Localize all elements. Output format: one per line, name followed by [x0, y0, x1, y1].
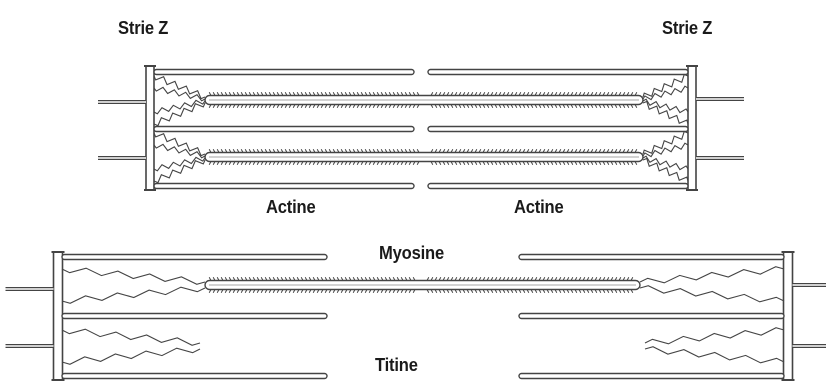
- titin-spring: [642, 98, 689, 114]
- actin-thin-filament: [61, 312, 328, 320]
- z-disc: [782, 251, 794, 381]
- titin-spring: [642, 85, 689, 101]
- titin-label: Titine: [375, 355, 418, 375]
- titin-spring: [642, 100, 689, 125]
- z-disc: [52, 251, 64, 381]
- z-line-label-right: Strie Z: [662, 18, 713, 38]
- titin-spring: [639, 266, 785, 284]
- titin-spring: [61, 267, 206, 285]
- z-disc: [687, 65, 697, 191]
- titin-spring: [61, 347, 201, 365]
- actin-thin-filament: [518, 372, 785, 380]
- titin-spring: [153, 86, 206, 102]
- titin-spring: [153, 143, 206, 159]
- titin-spring: [642, 155, 689, 171]
- titin-spring: [642, 130, 689, 155]
- myosin-heads: [208, 149, 638, 165]
- titin-spring: [61, 328, 201, 346]
- actin-thin-filament: [153, 125, 415, 133]
- myosin-label: Myosine: [379, 243, 444, 263]
- titin-spring: [153, 99, 206, 115]
- z-disc: [145, 65, 155, 191]
- sarcomere-top: [98, 65, 744, 191]
- actin-label-left: Actine: [266, 197, 316, 217]
- titin-spring: [644, 346, 785, 364]
- titin-spring: [61, 286, 206, 304]
- titin-spring: [153, 75, 206, 100]
- myosin-heads: [208, 277, 634, 293]
- titin-spring: [642, 73, 689, 98]
- actin-thin-filament: [153, 68, 415, 76]
- titin-spring: [153, 156, 206, 172]
- actin-thin-filament: [61, 253, 328, 261]
- z-line-label-left: Strie Z: [118, 18, 169, 38]
- actin-thin-filament: [518, 253, 785, 261]
- titin-spring: [153, 102, 206, 127]
- actin-thin-filament: [427, 182, 689, 190]
- titin-spring: [153, 159, 206, 184]
- actin-label-right: Actine: [514, 197, 564, 217]
- myosin-heads: [208, 92, 638, 108]
- actin-thin-filament: [518, 312, 785, 320]
- sarcomere-bottom: [5, 251, 826, 381]
- actin-thin-filament: [153, 182, 415, 190]
- titin-spring: [642, 157, 689, 182]
- actin-thin-filament: [61, 372, 328, 380]
- titin-spring: [153, 132, 206, 157]
- titin-spring: [642, 142, 689, 158]
- titin-spring: [639, 285, 785, 303]
- titin-spring: [644, 327, 785, 345]
- actin-thin-filament: [427, 125, 689, 133]
- actin-thin-filament: [427, 68, 689, 76]
